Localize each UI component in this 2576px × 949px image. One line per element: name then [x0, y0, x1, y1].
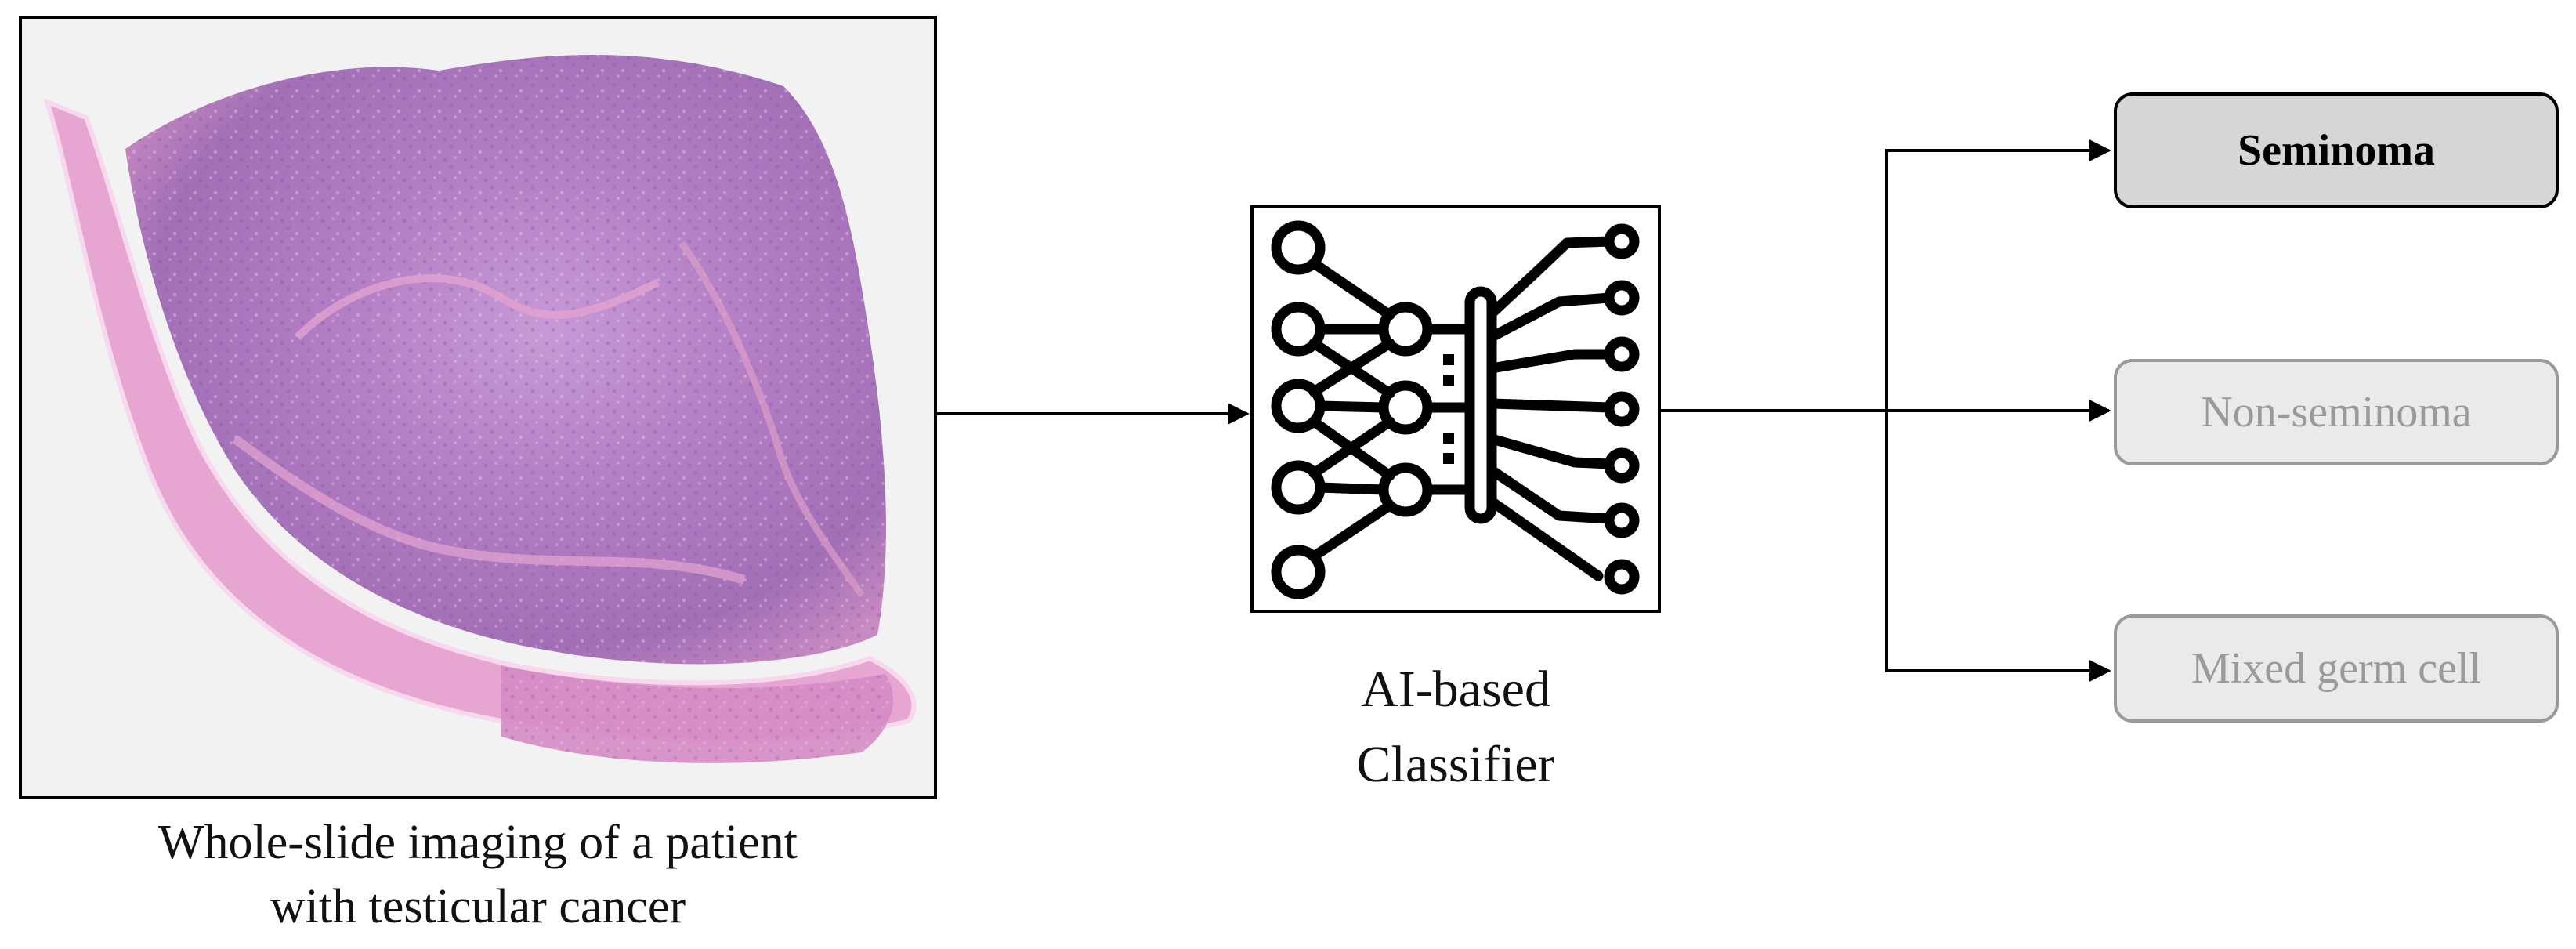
tissue-septum	[232, 435, 746, 585]
classifier-box	[1250, 205, 1661, 613]
slide-caption-line-1: Whole-slide imaging of a patient	[157, 816, 798, 869]
slide-caption-line-2: with testicular cancer	[270, 880, 686, 933]
circuit-network-icon	[1271, 220, 1640, 599]
output-mixed-germ-cell: Mixed germ cell	[2114, 614, 2559, 723]
classifier-caption-line-1: AI-based	[1361, 661, 1550, 718]
whole-slide-image	[19, 16, 937, 799]
output-seminoma: Seminoma	[2114, 92, 2559, 208]
tissue-septum	[295, 274, 660, 340]
slide-caption: Whole-slide imaging of a patient with te…	[20, 810, 935, 939]
classifier-caption: AI-based Classifier	[1252, 652, 1659, 802]
output-connectors	[1661, 139, 2111, 682]
tissue-septum	[678, 241, 865, 598]
tissue-texture	[125, 55, 886, 665]
tissue-lower-band-texture	[501, 666, 893, 763]
output-non-seminoma-label: Non-seminoma	[2201, 388, 2472, 436]
output-mixed-germ-cell-label: Mixed germ cell	[2191, 644, 2482, 693]
output-non-seminoma: Non-seminoma	[2114, 359, 2559, 465]
classifier-caption-line-2: Classifier	[1356, 736, 1555, 793]
tissue-capsule	[43, 97, 917, 744]
output-seminoma-label: Seminoma	[2238, 126, 2435, 175]
chip-dots	[1443, 354, 1454, 464]
